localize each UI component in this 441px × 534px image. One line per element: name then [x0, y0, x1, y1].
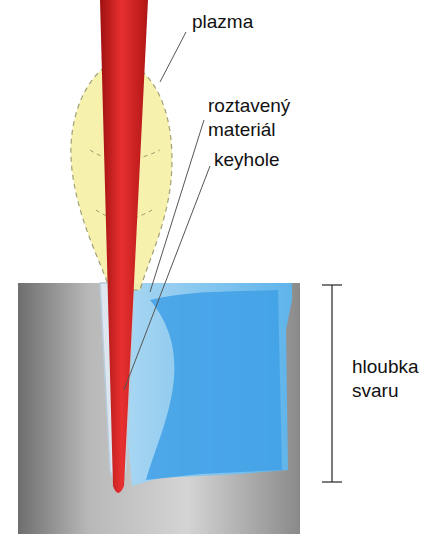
leader-line — [150, 120, 204, 292]
workpiece — [18, 283, 300, 534]
molten-pool — [124, 283, 292, 486]
leader-line — [160, 32, 186, 82]
part-label: keyhole — [214, 148, 280, 172]
leader-line — [124, 166, 210, 390]
melt-core — [146, 290, 282, 480]
dimension-tick — [322, 481, 342, 482]
dimension-label: hloubka svaru — [352, 355, 436, 403]
laser-beam — [100, 0, 148, 493]
part-label: plazma — [192, 10, 253, 34]
dimension-tick — [322, 284, 342, 285]
part-label: roztavený materiál — [208, 94, 318, 142]
dimension-bracket — [331, 285, 332, 482]
